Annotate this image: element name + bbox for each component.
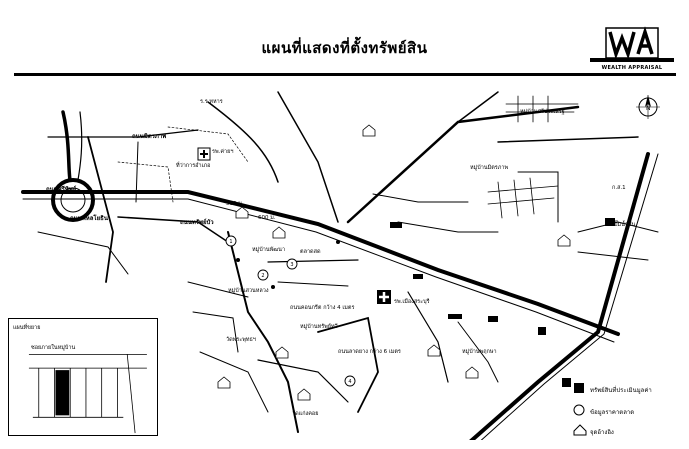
svg-text:3: 3	[290, 262, 293, 268]
pump-label: ปั๊มน้ำมัน	[614, 222, 636, 228]
road-width-label-a: ถนนคอนกรีต กว้าง 4 เมตร	[290, 305, 355, 311]
village-label-d: หมู่บ้านทรัพย์ทวี	[300, 324, 338, 330]
logo-text: WEALTH APPRAISAL	[601, 65, 663, 71]
inset-plot-diagram	[28, 353, 147, 434]
ksl-label: ก.ส.1	[612, 185, 626, 191]
map-title: แผนที่แสดงที่ตั้งทรัพย์สิน	[261, 39, 428, 57]
road-northeast	[346, 105, 580, 224]
hospital-label-b: รพ.เมืองสระบุรี	[394, 299, 430, 305]
landmark-icon	[573, 424, 587, 436]
temple-label-b: วัดแก่งคอย	[292, 411, 319, 417]
svg-text:1: 1	[229, 239, 232, 245]
village-label-f: หมู่บ้านพฤกษา	[462, 349, 497, 355]
road-label-main: ถนนพหลโยธิน	[70, 215, 108, 222]
distance-label-b: 600 ม.	[258, 215, 276, 221]
temple-label-a: วัดพระพุทธฯ	[226, 337, 256, 343]
inset-title: แผนที่ขยาย	[13, 325, 41, 331]
title-divider	[14, 73, 676, 76]
road-width-label-b: ถนนลาดยาง กว้าง 6 เมตร	[338, 349, 401, 355]
inset-map: แผนที่ขยาย ซอยภายในหมู่บ้าน	[8, 318, 158, 436]
southeast-highway	[469, 152, 650, 440]
main-highway	[21, 190, 620, 336]
svg-text:2: 2	[261, 273, 264, 279]
road-label-b: ถนนศรีทิพย์	[46, 186, 77, 193]
school-label: ร.ร.ทหาร	[200, 99, 223, 105]
district-label: ที่ว่าการอำเภอ	[176, 163, 211, 169]
village-label-b: หมู่บ้านพัฒนา	[252, 247, 286, 253]
inset-subject-plot	[55, 370, 70, 416]
village-label-c: หมู่บ้านมิตรภาพ	[470, 165, 509, 171]
wealth-appraisal-logo	[590, 26, 674, 62]
north-arrow-icon: N	[636, 95, 660, 119]
subject-property-icon	[574, 383, 584, 393]
hospital-icon	[197, 147, 211, 161]
road-label-north: ถนนมิตรภาพ	[132, 133, 167, 140]
subject-property-marker	[562, 378, 571, 387]
hospital-icon	[377, 290, 391, 304]
road-label-a: ถนนทรัพย์บัว	[180, 219, 214, 226]
road-south-central	[227, 231, 299, 433]
location-map: N 1 2 3 4	[21, 91, 660, 440]
market-data-point	[225, 235, 356, 387]
hospital-label-a: รพ.ค่ายฯ	[212, 149, 234, 155]
north-highway	[61, 110, 72, 182]
distance-label-a: 500 ม.	[226, 201, 244, 207]
map-legend: ทรัพย์สินที่ประเมินมูลค่า ข้อมูลราคาตลาด…	[573, 382, 681, 442]
svg-text:N: N	[646, 105, 651, 112]
market-label: ตลาดสด	[300, 249, 321, 255]
road-north-1	[207, 101, 279, 183]
village-label-e: หมู่บ้านศรีประเสริฐ	[520, 109, 565, 115]
landmark-icon	[217, 124, 571, 401]
inset-road-label: ซอยภายในหมู่บ้าน	[31, 345, 76, 351]
ring-road	[51, 178, 95, 222]
market-data-icon	[573, 404, 585, 416]
svg-text:4: 4	[348, 379, 351, 385]
village-label-a: หมู่บ้านสวนหลวง	[228, 288, 269, 294]
